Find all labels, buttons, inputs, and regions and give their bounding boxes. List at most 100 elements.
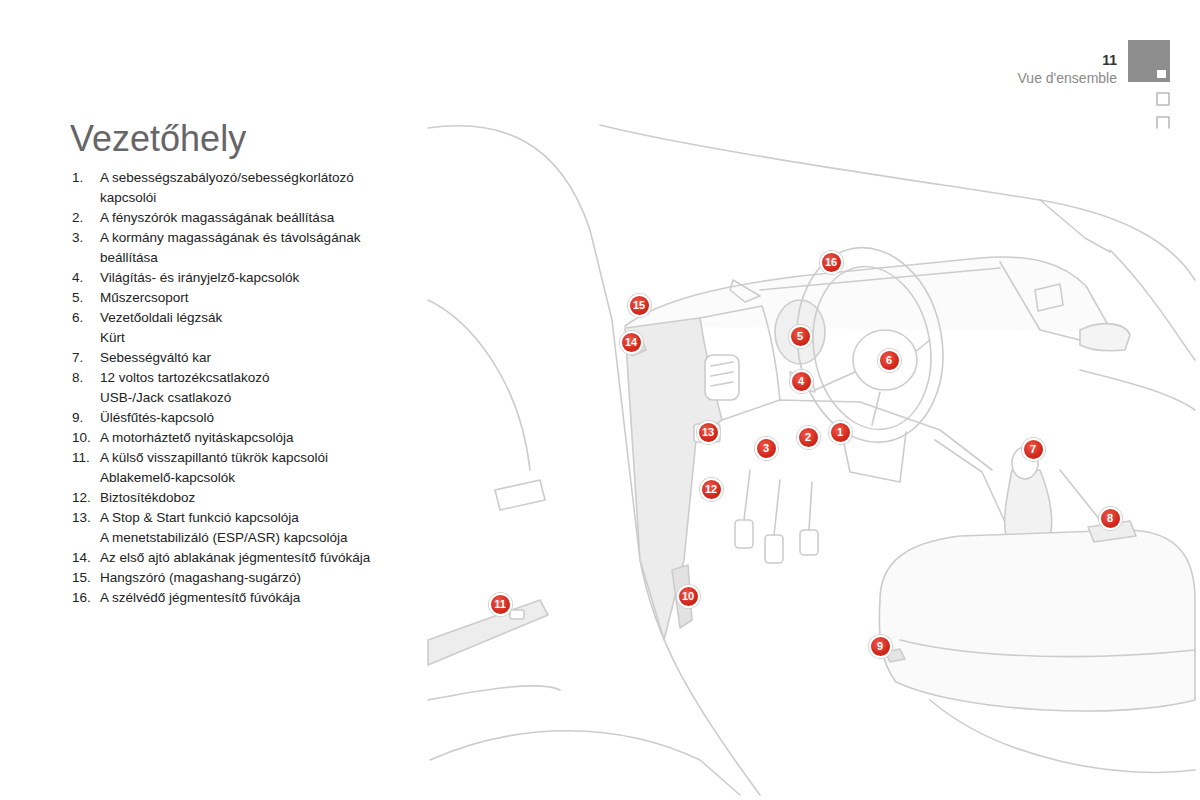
item-text: USB-/Jack csatlakozó [100,388,407,408]
windscreen-base [760,268,1000,290]
passenger-vent [1035,284,1063,311]
item-text: 12 voltos tartozékcsatlakozó [100,368,407,388]
dashboard-edge [700,306,780,400]
chapter-tab-outline [1157,93,1169,105]
callout-circle: 7 [1022,438,1045,461]
item-text: A külső visszapillantó tükrök kapcsolói [100,448,407,468]
callout-number: 3 [763,442,769,454]
chapter-tab [1128,40,1170,82]
callout-circle: 9 [869,635,892,658]
chapter-tab-mark [1157,70,1166,78]
list-item: 4.Világítás- és irányjelző-kapcsolók [72,268,407,288]
pedal [800,530,818,555]
item-number: 10. [72,428,100,448]
vent-vanes [711,362,733,386]
door-handle [495,480,545,510]
callout-number: 2 [805,431,811,443]
passenger-door-line [1110,250,1195,360]
callout-circle: 11 [489,593,512,616]
list-item: 7.Sebességváltó kar [72,348,407,368]
callout-number: 10 [682,590,694,602]
legend-list: 1.A sebességszabályozó/sebességkorlátozó… [72,168,407,608]
item-number: 4. [72,268,100,288]
item-text: A motorháztető nyitáskapcsolója [100,428,407,448]
list-item: 16.A szélvédő jégmentesítő fúvókája [72,588,407,608]
item-text: A sebességszabályozó/sebességkorlátozó k… [100,168,407,208]
callout-circle: 14 [620,331,643,354]
list-item: 6.Vezetőoldali légzsák [72,308,407,328]
dashboard-lower-edge [722,400,992,470]
page-header: Vue d'ensemble [940,70,1117,86]
item-text: Ülésfűtés-kapcsoló [100,408,407,428]
list-item: 9.Ülésfűtés-kapcsoló [72,408,407,428]
seat-bolster [930,700,1195,772]
list-item: 2.A fényszórók magasságának beállítása [72,208,407,228]
list-item: Ablakemelő-kapcsolók [72,468,407,488]
item-text: Műszercsoport [100,288,407,308]
list-item: Kürt [72,328,407,348]
item-text: Vezetőoldali légzsák [100,308,407,328]
side-defrost-vent [628,340,646,356]
item-number: 9. [72,408,100,428]
list-item: USB-/Jack csatlakozó [72,388,407,408]
page-title: Vezetőhely [70,119,246,159]
callout-circle: 10 [677,585,700,608]
pillar-line [1040,200,1110,252]
item-number: 5. [72,288,100,308]
list-item: 10.A motorháztető nyitáskapcsolója [72,428,407,448]
bonnet-release [672,565,692,628]
window-switch [510,610,524,619]
seat-switches [1088,521,1136,542]
door-opening [428,126,760,795]
page-number: 11 [1102,52,1117,68]
side-vent [705,355,739,400]
callout-number: 6 [886,354,892,366]
callout-number: 9 [877,640,883,652]
item-text: Kürt [100,328,407,348]
steering-wheel-inner [801,257,944,439]
callout-circle: 4 [790,370,813,393]
item-number: 15. [72,568,100,588]
lighting-stalk [790,372,815,392]
callout-number: 1 [837,426,843,438]
door-pocket [428,686,560,700]
callout-number: 5 [797,330,803,342]
passenger-door-line [1080,370,1195,410]
callout-number: 16 [825,256,837,268]
list-item: 14.Az első ajtó ablakának jégmentesítő f… [72,548,407,568]
callout-number: 15 [633,299,645,311]
callout-circle: 12 [700,478,723,501]
item-text: Biztosítékdoboz [100,488,407,508]
line-drawing [428,40,1195,795]
callout-number: 8 [1107,512,1113,524]
item-number: 2. [72,208,100,228]
callout-circle: 6 [878,349,901,372]
callout-number: 7 [1030,443,1036,455]
item-text: Ablakemelő-kapcsolók [100,468,407,488]
item-number: 3. [72,228,100,248]
item-text: A szélvédő jégmentesítő fúvókája [100,588,407,608]
steering-wheel-outer [782,236,958,454]
defrost-vent [730,280,760,302]
roof-line [600,125,1195,280]
list-item: A menetstabilizáló (ESP/ASR) kapcsolója [72,528,407,548]
callout-number: 12 [705,483,717,495]
item-number: 8. [72,368,100,388]
item-text: A menetstabilizáló (ESP/ASR) kapcsolója [100,528,407,548]
passenger-door-handle [1080,324,1130,351]
seat-heating-switch [885,649,905,662]
item-text: A fényszórók magasságának beállítása [100,208,407,228]
pedal-arms [744,470,812,535]
callout-number: 13 [702,426,714,438]
item-number: 16. [72,588,100,608]
window-switch-strip [428,600,548,665]
callout-circle: 8 [1099,507,1122,530]
callout-circle: 5 [789,325,812,348]
list-item: 8.12 voltos tartozékcsatlakozó [72,368,407,388]
seat-seam [900,640,1195,657]
item-text: Hangszóró (magashang-sugárzó) [100,568,407,588]
callout-number: 11 [494,598,506,610]
item-number: 7. [72,348,100,368]
list-item: 5.Műszercsoport [72,288,407,308]
floor-sill [430,731,740,795]
